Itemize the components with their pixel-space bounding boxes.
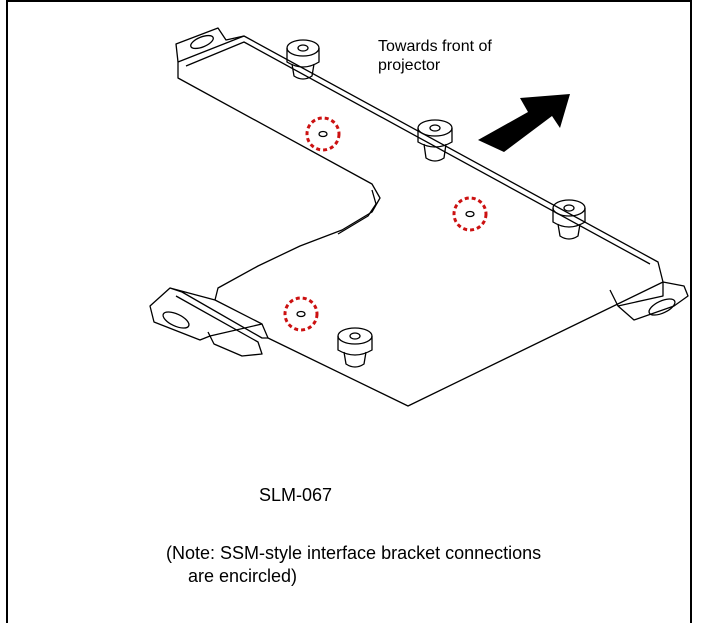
note-text: (Note: SSM-style interface bracket conne… [166, 542, 541, 588]
right-tab-slot [648, 298, 676, 316]
top-left-tab [175, 27, 245, 63]
screw-hole-3 [296, 310, 306, 318]
highlight-circle-2 [452, 196, 488, 232]
stud-2 [417, 119, 453, 162]
right-tab [609, 281, 689, 321]
stud-3 [552, 199, 586, 240]
bottom-left-tab-slot [162, 311, 190, 329]
stud-4 [337, 327, 373, 368]
screw-hole-1 [318, 130, 328, 138]
plate-outline [177, 35, 664, 407]
model-label: SLM-067 [259, 485, 333, 505]
stud-1 [286, 39, 320, 80]
top-left-tab-slot [190, 34, 214, 50]
front-label-line2: projector [378, 57, 441, 74]
front-label-line1: Towards front of [378, 38, 492, 55]
front-direction-label: Towards front of projector [378, 37, 492, 75]
note-line2: are encircled) [188, 566, 298, 586]
plate-inner-edge [185, 41, 651, 265]
screw-hole-2 [465, 210, 475, 218]
figure-frame [6, 0, 692, 623]
note-line1: (Note: SSM-style interface bracket conne… [166, 543, 542, 563]
direction-arrow [478, 94, 570, 152]
highlight-circle-3 [283, 296, 319, 332]
highlight-circle-1 [305, 116, 341, 152]
